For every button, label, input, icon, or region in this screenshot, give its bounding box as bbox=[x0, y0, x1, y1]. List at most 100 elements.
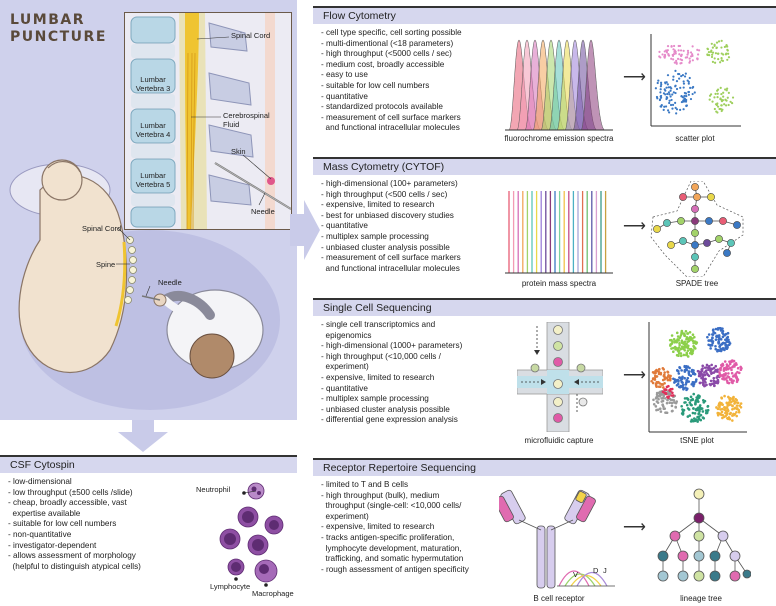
tsne-point bbox=[671, 391, 674, 395]
tsne-point bbox=[710, 343, 714, 347]
tsne-point bbox=[685, 403, 689, 407]
scatter-point bbox=[687, 82, 690, 85]
tsne-point bbox=[722, 415, 726, 419]
scatter-point bbox=[689, 86, 692, 90]
tsne-point bbox=[703, 366, 707, 369]
tsne-point bbox=[685, 337, 688, 341]
tsne-point bbox=[735, 398, 739, 402]
scatter-point bbox=[688, 57, 691, 60]
list-item: - quantitative bbox=[321, 91, 368, 101]
scatter-point bbox=[665, 86, 668, 89]
list-item: epigenomics bbox=[321, 330, 372, 340]
scatter-point bbox=[706, 47, 709, 50]
scatter-point bbox=[720, 92, 723, 96]
list-item: - non-quantitative bbox=[8, 529, 72, 539]
scatter-point bbox=[665, 49, 668, 52]
label-gene-j: J bbox=[603, 566, 607, 575]
tsne-point bbox=[664, 388, 668, 392]
tsne-point bbox=[719, 412, 722, 416]
tsne-point bbox=[672, 338, 676, 341]
scatter-point bbox=[720, 104, 723, 107]
tsne-point bbox=[714, 347, 718, 351]
scatter-point bbox=[683, 94, 686, 97]
tsne-point bbox=[672, 398, 676, 402]
tsne-point bbox=[695, 341, 699, 344]
tsne-point bbox=[727, 372, 730, 375]
scatter-point bbox=[726, 48, 729, 51]
tsne-point bbox=[692, 392, 696, 396]
list-item: - measurement of cell surface markers bbox=[321, 253, 461, 263]
scatter-point bbox=[682, 108, 685, 111]
scatter-point bbox=[697, 53, 700, 56]
b-cell-receptor-diagram bbox=[499, 489, 615, 589]
spade-node bbox=[653, 225, 661, 233]
scatter-point bbox=[687, 90, 690, 94]
tsne-point bbox=[736, 401, 739, 405]
list-item: - best for unbiased discovery studies bbox=[321, 210, 454, 220]
spine-inset-drawing bbox=[125, 13, 291, 229]
tsne-point bbox=[655, 380, 659, 384]
list-item: - low throughput (±500 cells /slide) bbox=[8, 487, 133, 497]
scatter-point bbox=[711, 46, 714, 49]
tsne-point bbox=[683, 334, 686, 338]
tsne-point bbox=[687, 370, 691, 373]
tsne-point bbox=[681, 408, 684, 411]
scatter-point bbox=[669, 89, 672, 92]
tsne-point bbox=[668, 401, 672, 405]
list-item: - suitable for low cell numbers bbox=[321, 80, 430, 90]
section-single-cell-sequencing: Single Cell Sequencing - single cell tra… bbox=[313, 298, 776, 456]
tsne-point bbox=[720, 396, 723, 399]
tsne-point bbox=[717, 334, 721, 338]
tsne-point bbox=[733, 365, 736, 368]
tsne-point bbox=[677, 346, 681, 349]
spade-node bbox=[691, 205, 699, 213]
tsne-point bbox=[685, 387, 689, 391]
scatter-point bbox=[680, 75, 683, 78]
list-item: - easy to use bbox=[321, 70, 368, 80]
tsne-point bbox=[655, 391, 659, 395]
scatter-point bbox=[722, 53, 725, 56]
tsne-point bbox=[703, 371, 706, 374]
tsne-point bbox=[691, 372, 695, 375]
tsne-point bbox=[718, 401, 722, 404]
scatter-point bbox=[687, 93, 690, 96]
scatter-point bbox=[676, 57, 680, 60]
scatter-point bbox=[660, 103, 663, 107]
tsne-point bbox=[689, 403, 693, 406]
scatter-point bbox=[726, 87, 729, 90]
scatter-point bbox=[715, 110, 718, 113]
scatter-point bbox=[683, 91, 686, 95]
list-item: - quantitative bbox=[321, 383, 368, 393]
scatter-point bbox=[713, 107, 716, 111]
tsne-point bbox=[682, 342, 685, 345]
scatter-point bbox=[719, 86, 722, 89]
tsne-point bbox=[665, 385, 669, 389]
tsne-point bbox=[659, 410, 663, 413]
tsne-point bbox=[657, 397, 660, 401]
tsne-point bbox=[679, 378, 683, 382]
tsne-point bbox=[676, 338, 679, 341]
caption-microfluidic-capture: microfluidic capture bbox=[524, 436, 594, 445]
tsne-point bbox=[654, 370, 657, 374]
scatter-point bbox=[709, 50, 713, 53]
tsne-point bbox=[703, 384, 706, 388]
scatter-point bbox=[708, 98, 711, 101]
tsne-point bbox=[726, 416, 729, 420]
tsne-point bbox=[739, 402, 743, 405]
tsne-point bbox=[670, 401, 674, 405]
tsne-point bbox=[655, 408, 658, 412]
tsne-point bbox=[677, 372, 681, 375]
tsne-point bbox=[701, 381, 705, 384]
patient-drawing bbox=[9, 159, 280, 410]
tsne-point bbox=[721, 413, 725, 417]
scatter-point bbox=[713, 44, 716, 47]
tsne-point bbox=[686, 355, 690, 358]
tsne-point bbox=[707, 339, 710, 342]
scatter-point bbox=[717, 40, 721, 43]
tsne-point bbox=[686, 376, 690, 380]
tsne-point bbox=[709, 369, 712, 372]
section-header: Mass Cytometry (CYTOF) bbox=[313, 157, 776, 175]
list-item: - allows assessment of morphology bbox=[8, 551, 136, 561]
scatter-point bbox=[731, 101, 734, 105]
scatter-point bbox=[674, 69, 677, 72]
